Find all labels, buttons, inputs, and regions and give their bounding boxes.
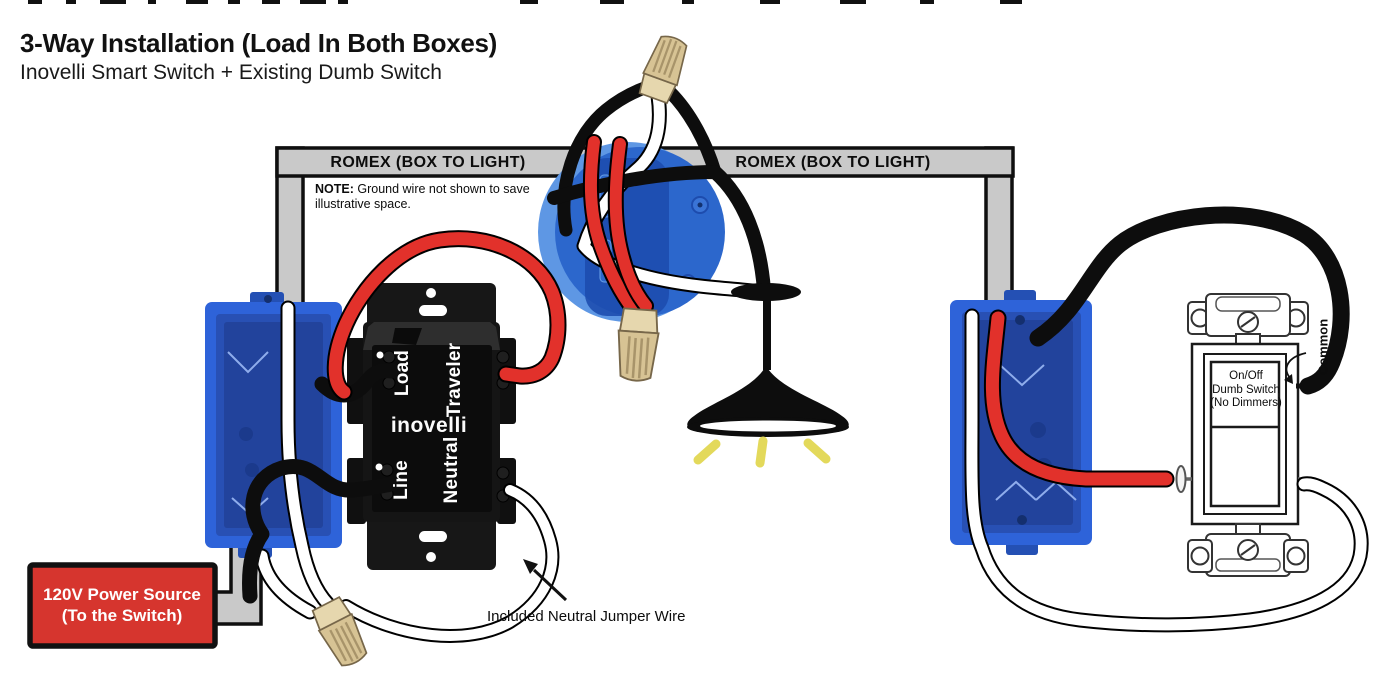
wire-red-right (983, 309, 1175, 488)
common-arrow-icon (1284, 352, 1307, 384)
note-prefix: NOTE: (315, 182, 354, 196)
wire-nut-light-top (635, 30, 694, 106)
wire-nut-light-red (614, 306, 662, 384)
wire-white-left-main (280, 300, 336, 612)
wire-black-line (242, 458, 400, 604)
page-title: 3-Way Installation (Load In Both Boxes) (20, 28, 498, 58)
wire-white-light (576, 88, 768, 300)
power-source-label: 120V Power Source (To the Switch) (27, 584, 217, 626)
dumb-switch-line2: Dumb Switch (1212, 383, 1280, 396)
jumper-arrow-icon (523, 559, 568, 602)
left-terminal-screw (1175, 465, 1187, 493)
wire-white-left-second (254, 548, 318, 620)
wire-red-traveler-left (326, 230, 567, 401)
terminal-label-load: Load (392, 349, 413, 397)
wire-white-right-loop (964, 308, 1369, 633)
dumb-switch-line1: On/Off (1229, 369, 1263, 382)
neutral-jumper-annotation: Included Neutral Jumper Wire (487, 608, 686, 625)
light-glow-icon (693, 436, 831, 468)
pendant-lamp (687, 283, 849, 468)
terminal-label-traveler: Traveler (444, 342, 465, 418)
wire-neutral-jumper (339, 483, 560, 643)
power-source-line1: 120V Power Source (43, 585, 201, 604)
power-source-box (27, 562, 218, 649)
dumb-switch (1175, 293, 1314, 577)
dumb-switch-line3: (No Dimmers) (1210, 396, 1282, 409)
cropped-text-artifact (28, 0, 1022, 4)
wire-red-light-strands (582, 134, 654, 316)
page-subtitle: Inovelli Smart Switch + Existing Dumb Sw… (20, 61, 442, 84)
terminal-label-neutral: Neutral (441, 436, 462, 504)
inovelli-brand-label: inovelli (390, 414, 468, 437)
wire-black-common (1029, 206, 1350, 395)
wire-nut-neutral (308, 594, 374, 672)
common-terminal-label: Common (1315, 318, 1331, 376)
ground-wire-note: NOTE: Ground wire not shown to save illu… (315, 182, 537, 212)
left-electrical-box (205, 292, 342, 558)
romex-label-right: ROMEX (BOX TO LIGHT) (735, 154, 931, 171)
wire-black-light-nut-feed (663, 85, 722, 179)
dumb-switch-label: On/Off Dumb Switch (No Dimmers) (1196, 370, 1296, 411)
romex-label-left: ROMEX (BOX TO LIGHT) (330, 154, 526, 171)
terminal-label-line: Line (391, 460, 412, 500)
switch-paddle[interactable] (1209, 360, 1281, 508)
note-body: Ground wire not shown to save illustrati… (315, 182, 530, 211)
power-source-line2: (To the Switch) (61, 606, 183, 625)
